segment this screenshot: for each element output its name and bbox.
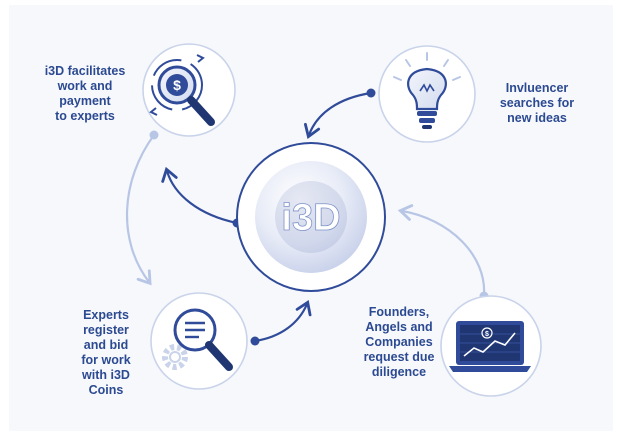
diagram-svg: i3D $ — [125, 43, 542, 397]
arrow-founders-to-center — [397, 204, 489, 301]
dollar-magnifier-icon: $ — [149, 54, 215, 126]
node-experts — [150, 292, 248, 390]
node-work-payment: $ — [142, 43, 236, 137]
label-invluencer: Invluencer searches for new ideas — [499, 81, 575, 125]
diagram-canvas: i3D $ — [9, 5, 613, 431]
svg-text:$: $ — [173, 77, 181, 93]
document-magnifier-gear-icon — [162, 308, 233, 371]
svg-text:$: $ — [485, 331, 489, 338]
arrow-work-to-experts — [125, 130, 159, 286]
node-invluencer — [378, 45, 476, 143]
arrow-experts-to-center — [250, 300, 312, 346]
label-work-payment: i3D facilitates work and payment to expe… — [44, 64, 126, 123]
lightbulb-icon — [393, 52, 461, 129]
center-node: i3D — [236, 142, 386, 292]
node-founders: $ — [440, 295, 542, 397]
label-experts: Experts register and bid for work with i… — [81, 308, 131, 397]
arrow-center-to-work — [161, 166, 242, 228]
arrow-invluencer-to-center — [303, 88, 376, 140]
label-founders: Founders, Angels and Companies request d… — [363, 305, 435, 379]
center-logo-text: i3D — [281, 197, 340, 239]
laptop-chart-icon: $ — [449, 321, 531, 372]
